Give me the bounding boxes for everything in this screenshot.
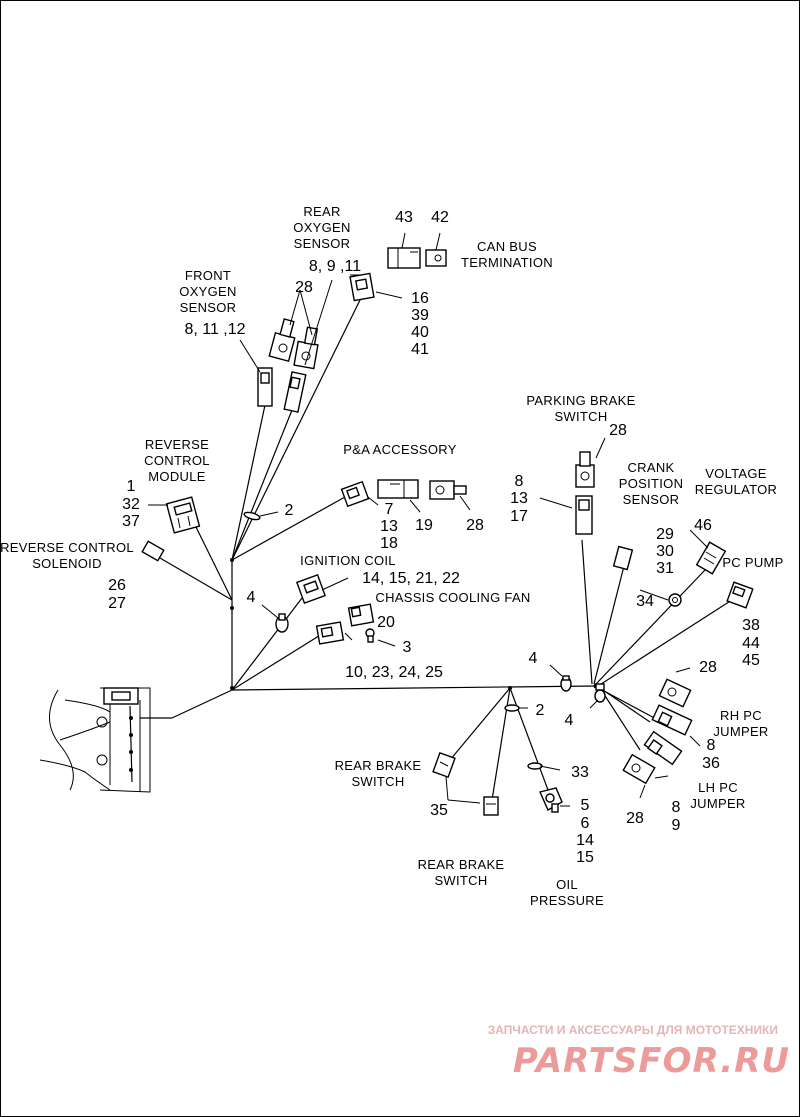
lh-pc-seal-28 bbox=[622, 753, 656, 785]
front-oxygen-seal-a bbox=[268, 318, 296, 363]
chassis-cooling-fan-connector bbox=[347, 603, 375, 627]
callout-front-o2: 8, 11 ,12 bbox=[184, 321, 245, 338]
label-pa-accessory: P&A ACCESSORY bbox=[343, 442, 457, 457]
callout-28-rh: 28 bbox=[699, 659, 717, 676]
callout-33: 33 bbox=[571, 764, 589, 781]
callout-rear-o2: 8, 9 ,11 bbox=[309, 258, 361, 275]
clip-33 bbox=[527, 762, 543, 770]
rear-oxygen-sensor-connector bbox=[349, 272, 375, 302]
frame-bracket bbox=[39, 687, 151, 793]
reverse-control-module-connector bbox=[165, 496, 201, 534]
harness-wires bbox=[140, 295, 736, 801]
pa-accessory-seal-28 bbox=[429, 480, 467, 500]
callout-28-pa: 28 bbox=[466, 517, 484, 534]
oil-pressure-sender bbox=[539, 787, 563, 813]
reverse-control-solenoid-connector bbox=[141, 540, 165, 562]
label-chassis-cooling-fan: CHASSIS COOLING FAN bbox=[375, 590, 530, 605]
parking-brake-connector bbox=[575, 495, 593, 535]
rh-pc-seal-28 bbox=[658, 678, 692, 708]
cable-strap-lower bbox=[504, 704, 520, 712]
callout-10-group: 10, 23, 24, 25 bbox=[345, 664, 443, 681]
callout-46: 46 bbox=[694, 517, 712, 534]
callout-34: 34 bbox=[636, 593, 654, 610]
grommet-left bbox=[275, 613, 289, 633]
front-oxygen-connector-b bbox=[283, 371, 307, 413]
rear-brake-switch-connector-b bbox=[483, 796, 499, 816]
callout-4-center: 4 bbox=[529, 650, 538, 667]
watermark-brand-logo: PARTSFOR.RU bbox=[513, 1041, 790, 1081]
crank-position-connector bbox=[612, 545, 634, 571]
voltage-regulator-connector bbox=[695, 541, 727, 575]
callout-2-upper: 2 bbox=[285, 502, 294, 519]
rear-brake-switch-connector-a bbox=[432, 751, 456, 779]
rear-brake-leader bbox=[447, 799, 481, 804]
connector-10 bbox=[315, 621, 345, 645]
callout-28-o2: 28 bbox=[295, 279, 313, 296]
screw-3 bbox=[365, 628, 375, 643]
pc-pump-connector bbox=[726, 581, 754, 609]
clamp-34 bbox=[668, 593, 682, 607]
callout-3: 3 bbox=[403, 639, 412, 656]
callout-2-lower: 2 bbox=[536, 702, 545, 719]
label-pc-pump: PC PUMP bbox=[722, 555, 783, 570]
grommet-center bbox=[560, 675, 572, 692]
front-oxygen-seal-b bbox=[293, 326, 319, 370]
parking-brake-seal-28 bbox=[575, 451, 595, 488]
front-oxygen-connector-a bbox=[257, 367, 273, 407]
rear-brake-leader-2 bbox=[445, 776, 449, 801]
pa-accessory-connector bbox=[340, 480, 370, 508]
callout-20: 20 bbox=[377, 614, 395, 631]
callout-35: 35 bbox=[430, 802, 448, 819]
callout-42: 42 bbox=[431, 209, 449, 226]
pa-accessory-plug-19 bbox=[377, 479, 419, 499]
cable-strap-upper bbox=[243, 511, 261, 521]
callout-leaders bbox=[148, 232, 709, 807]
callout-28-lh: 28 bbox=[626, 810, 644, 827]
can-bus-connector-42 bbox=[425, 249, 447, 267]
grommet-right bbox=[594, 683, 606, 703]
label-ignition-coil: IGNITION COIL bbox=[300, 553, 396, 568]
can-bus-connector-43 bbox=[387, 247, 421, 269]
callout-4-left: 4 bbox=[247, 589, 256, 606]
ignition-coil-connector bbox=[296, 574, 326, 604]
watermark-tagline: ЗАПЧАСТИ И АКСЕССУАРЫ ДЛЯ МОТОТЕХНИКИ bbox=[488, 1023, 778, 1037]
callout-14-group: 14, 15, 21, 22 bbox=[362, 570, 460, 587]
rh-pc-connector bbox=[651, 704, 693, 736]
callout-4-right: 4 bbox=[565, 712, 574, 729]
lh-pc-connector bbox=[643, 730, 683, 766]
callout-19: 19 bbox=[415, 517, 433, 534]
callout-28-park: 28 bbox=[609, 422, 627, 439]
callout-43: 43 bbox=[395, 209, 413, 226]
